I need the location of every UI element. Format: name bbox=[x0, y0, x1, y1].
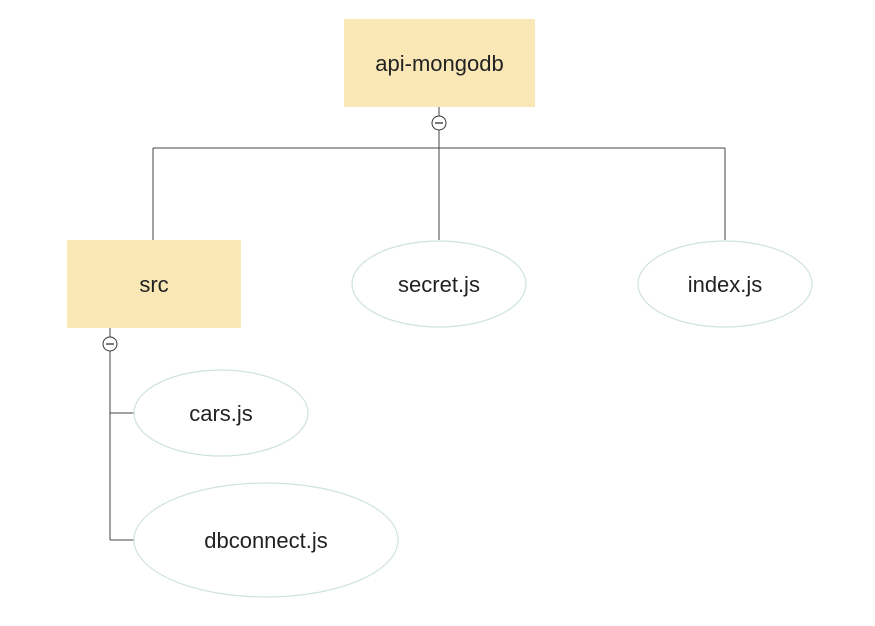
node-secret-js[interactable]: secret.js bbox=[351, 240, 527, 328]
node-label-index-js: index.js bbox=[688, 272, 763, 297]
node-label-src: src bbox=[139, 272, 168, 297]
node-api-mongodb[interactable]: api-mongodb bbox=[344, 19, 535, 107]
file-node-ellipse bbox=[351, 240, 527, 328]
file-node-ellipse bbox=[133, 369, 309, 457]
node-cars-js[interactable]: cars.js bbox=[133, 369, 309, 457]
file-node-ellipse bbox=[637, 240, 813, 328]
collapse-toggle-root[interactable] bbox=[431, 115, 447, 131]
node-dbconnect-js[interactable]: dbconnect.js bbox=[133, 482, 399, 598]
folder-node-box bbox=[344, 19, 535, 107]
collapse-toggle-src[interactable] bbox=[102, 336, 118, 352]
node-index-js[interactable]: index.js bbox=[637, 240, 813, 328]
connectors bbox=[109, 107, 726, 541]
node-src[interactable]: src bbox=[67, 240, 241, 328]
node-label-dbconnect-js: dbconnect.js bbox=[204, 528, 328, 553]
file-node-ellipse bbox=[133, 482, 399, 598]
folder-node-box bbox=[67, 240, 241, 328]
node-label-secret-js: secret.js bbox=[398, 272, 480, 297]
node-label-api-mongodb: api-mongodb bbox=[375, 51, 503, 76]
node-label-cars-js: cars.js bbox=[189, 401, 253, 426]
